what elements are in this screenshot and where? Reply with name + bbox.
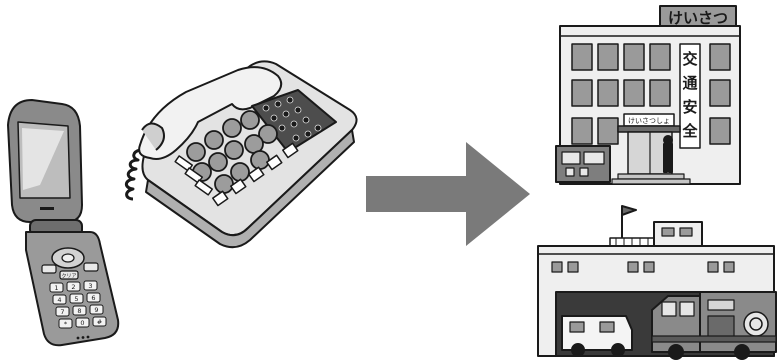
mobile-key-9: 9 bbox=[94, 306, 98, 314]
ambulance bbox=[562, 316, 632, 356]
mobile-key-7: 7 bbox=[60, 308, 64, 316]
mobile-key-4: 4 bbox=[57, 296, 61, 304]
banner-char-2: 通 bbox=[682, 74, 697, 92]
mobile-key-6: 6 bbox=[91, 294, 95, 302]
fire-engine bbox=[652, 292, 776, 359]
police-officer-figure bbox=[664, 136, 672, 172]
police-station: けいさつ 交 通 安 全 けいさつしょ bbox=[556, 6, 740, 184]
mobile-phone: クリア 1 2 3 4 5 6 7 8 9 * 0 # bbox=[8, 100, 118, 345]
mobile-key-8: 8 bbox=[77, 307, 81, 315]
police-roof-sign: けいさつ bbox=[668, 9, 728, 27]
mobile-key-1: 1 bbox=[54, 284, 58, 292]
fire-station bbox=[538, 206, 776, 359]
mobile-key-2: 2 bbox=[71, 283, 75, 291]
desk-telephone bbox=[126, 61, 356, 247]
right-arrow-icon bbox=[366, 142, 530, 246]
mobile-key-5: 5 bbox=[74, 295, 78, 303]
banner-char-3: 安 bbox=[682, 98, 697, 116]
mobile-key-0: 0 bbox=[80, 319, 84, 327]
police-door-sign: けいさつしょ bbox=[628, 117, 670, 125]
banner-char-1: 交 bbox=[682, 50, 697, 68]
mobile-key-hash: # bbox=[97, 318, 102, 326]
banner-char-4: 全 bbox=[681, 122, 698, 140]
mobile-key-3: 3 bbox=[88, 282, 92, 290]
clear-key-label: クリア bbox=[61, 274, 76, 280]
